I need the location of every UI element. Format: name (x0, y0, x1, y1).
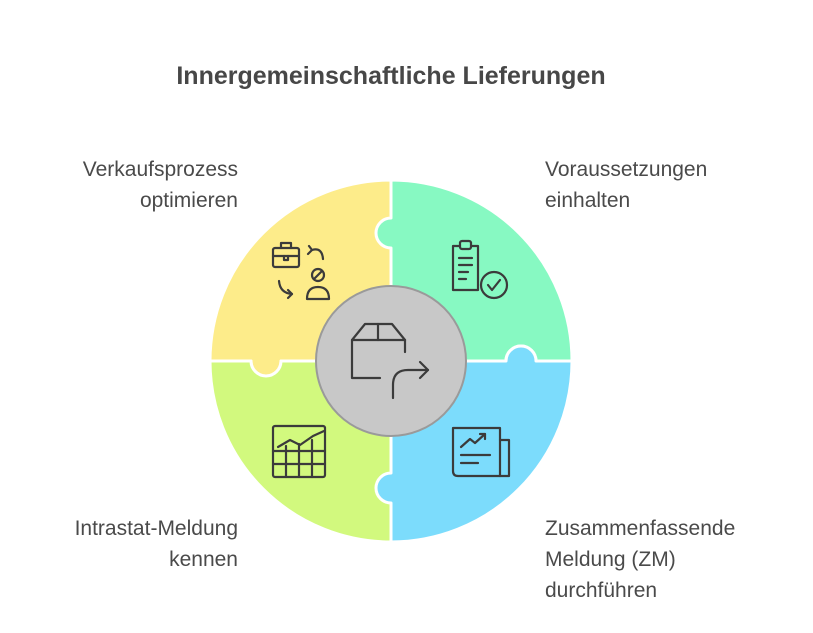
label-line: durchführen (545, 579, 658, 602)
clipboard-check-icon (451, 239, 509, 300)
label-line: Verkaufsprozess (82, 158, 238, 181)
label-line: Voraussetzungen (545, 158, 708, 181)
label-intrastat: Intrastat-Meldung kennen (75, 513, 238, 575)
label-line: kennen (169, 548, 238, 571)
label-line: optimieren (139, 189, 238, 212)
label-line: Zusammenfassende (545, 517, 736, 540)
label-line: Intrastat-Meldung (74, 517, 238, 540)
label-voraussetzungen: Voraussetzungen einhalten (545, 154, 707, 216)
label-line: Meldung (ZM) (545, 548, 676, 571)
report-trend-icon (451, 426, 511, 478)
center-hub (315, 285, 467, 437)
label-verkaufsprozess: Verkaufsprozess optimieren (83, 154, 238, 216)
box-arrow-icon (350, 322, 430, 400)
label-line: einhalten (545, 189, 631, 212)
briefcase-person-cycle-icon (271, 241, 331, 301)
diagram-title: Innergemeinschaftliche Lieferungen (176, 62, 606, 90)
label-zusammenfassende-meldung: Zusammenfassende Meldung (ZM) durchführe… (545, 513, 735, 606)
grid-chart-icon (271, 424, 327, 479)
